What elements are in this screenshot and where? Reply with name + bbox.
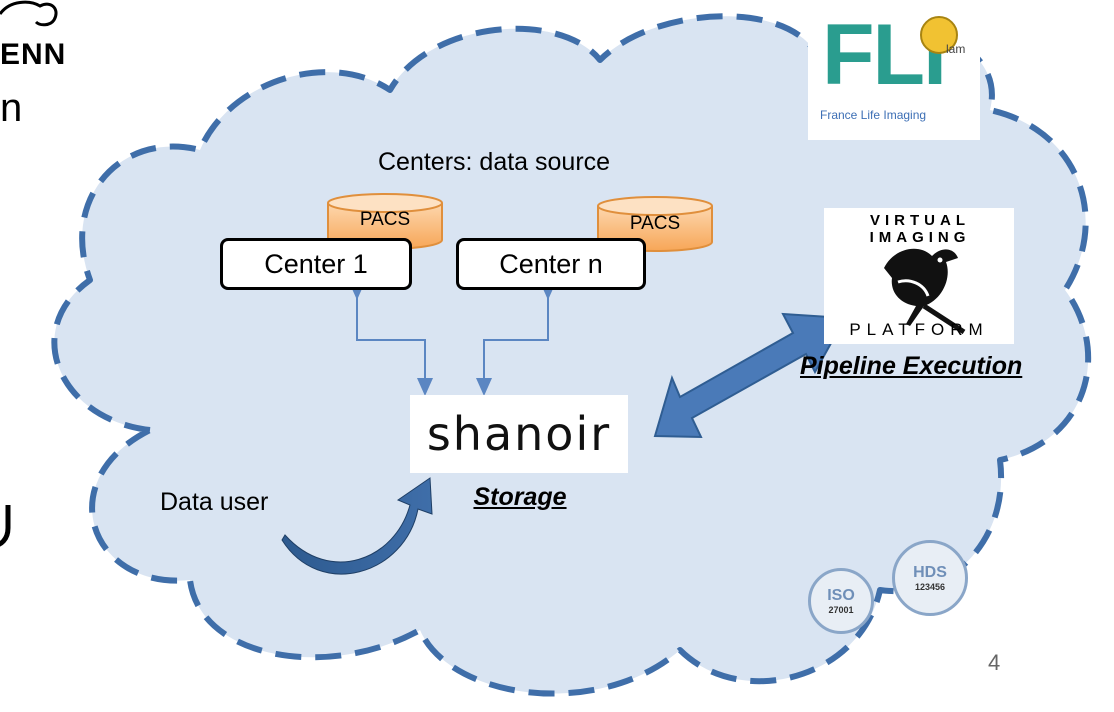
- hds-seal-bottom: 123456: [914, 582, 946, 592]
- connector-centern-storage: [476, 282, 556, 396]
- vip-logo-top-text: VIRTUAL IMAGING: [869, 212, 971, 246]
- pipeline-caption: Pipeline Execution: [800, 352, 1023, 380]
- cloud-shape: [51, 13, 1092, 697]
- page-number: 4: [988, 650, 1001, 675]
- pacs-label-2: PACS: [629, 213, 681, 234]
- corner-logo-icon: [0, 0, 58, 27]
- corner-text-top: ENN: [0, 38, 67, 71]
- pacs-label-1: PACS: [359, 209, 411, 230]
- corner-fragment-icon: [0, 505, 11, 547]
- corner-text-mid: n: [0, 86, 23, 130]
- center-n-box: Center n: [456, 238, 646, 290]
- iso-seal-bottom: 27001: [828, 605, 854, 615]
- center-1-label: Center 1: [264, 248, 368, 279]
- hds-seal: HDS 123456: [892, 540, 968, 616]
- data-user-label: Data user: [160, 488, 269, 516]
- storage-caption: Storage: [473, 483, 567, 511]
- center-n-label: Center n: [499, 248, 603, 279]
- iso-seal: ISO 27001: [808, 568, 874, 634]
- diagram-title: Centers: data source: [378, 148, 611, 176]
- shanoir-logo: shanoir: [410, 395, 628, 473]
- pacs-cylinder-1: [327, 193, 443, 250]
- connector-center1-storage: [349, 282, 433, 396]
- hds-seal-top: HDS: [913, 564, 947, 581]
- fli-badge-text: lam: [946, 42, 966, 56]
- vip-logo-bottom-text: PLATFORM: [849, 320, 989, 339]
- center-1-box: Center 1: [220, 238, 412, 290]
- vip-logo: VIRTUAL IMAGING PLATFORM: [824, 208, 1014, 344]
- fli-subtitle: France Life Imaging: [820, 108, 927, 122]
- curved-arrow-data-user: [281, 477, 433, 575]
- iso-seal-top: ISO: [827, 587, 855, 604]
- shanoir-logo-text: shanoir: [426, 407, 612, 461]
- vip-magpie-icon: [884, 248, 966, 335]
- fli-logo: FLI lam France Life Imaging: [808, 7, 980, 140]
- fli-badge-icon: [920, 16, 958, 54]
